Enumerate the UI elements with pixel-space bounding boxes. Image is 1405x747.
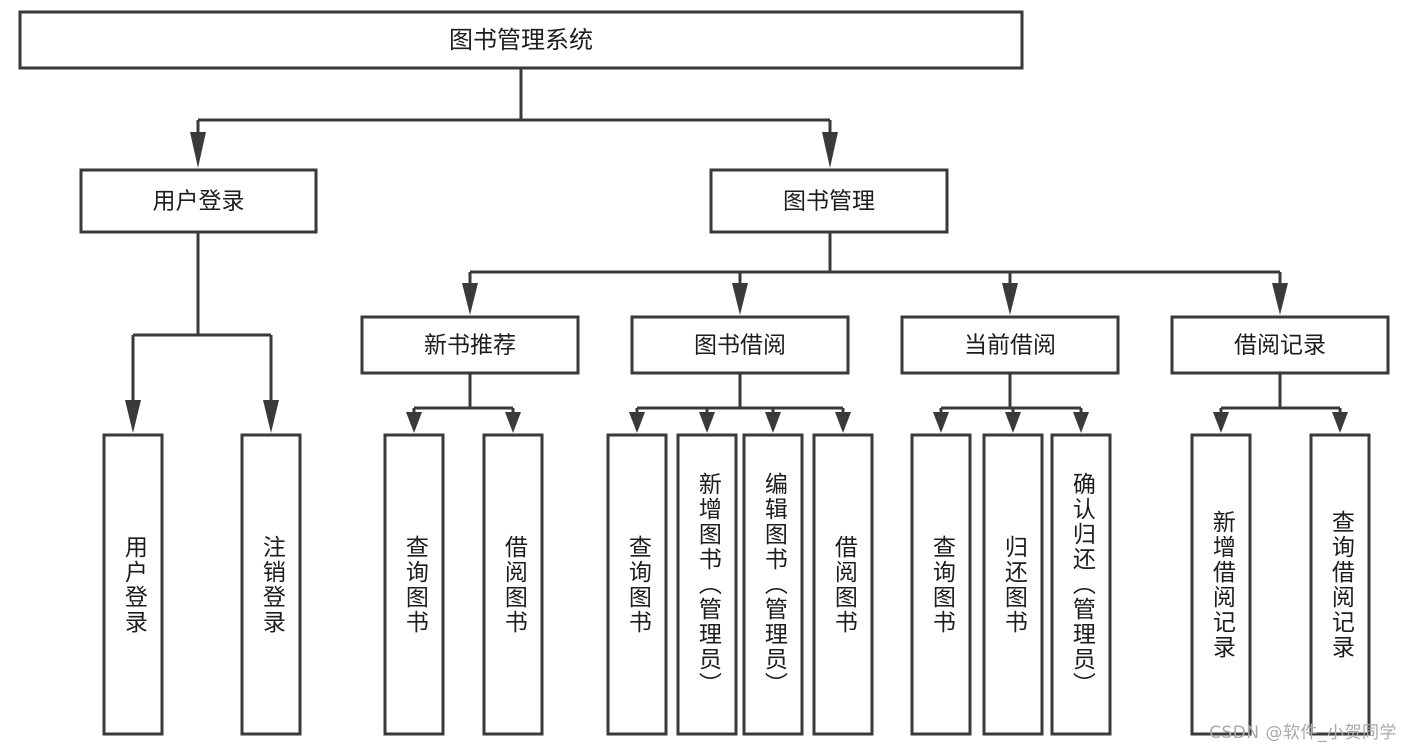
arrow-head-user-login [190,132,206,168]
arrow-head-leaf-edit-book [765,412,781,433]
node-box-leaf-return-book[interactable] [982,433,1044,736]
node-box-leaf-confirm-return[interactable] [1050,433,1112,736]
arrow-head-leaf-query-book-3 [933,412,949,433]
node-label-book-manage: 图书管理 [783,189,875,215]
arrow-head-leaf-borrow-book-2 [835,412,851,433]
arrow-head-leaf-query-book-2 [629,412,645,433]
node-box-leaf-query-book-1[interactable] [383,433,445,736]
arrow-head-book-manage [822,132,838,168]
node-box-user-login[interactable] [79,168,318,234]
arrow-head-leaf-return-book [1005,412,1021,433]
node-box-leaf-add-book[interactable] [676,433,738,736]
node-label-new-book-recommend: 新书推荐 [424,333,516,359]
arrow-head-leaf-confirm-return [1073,412,1089,433]
arrow-head-current-borrow [1002,283,1018,315]
node-box-leaf-borrow-book-1[interactable] [482,433,544,736]
arrow-head-leaf-query-book-1 [406,412,422,433]
arrow-head-leaf-add-record [1213,412,1229,433]
arrow-head-borrow-record [1272,283,1288,315]
node-box-leaf-query-record[interactable] [1309,433,1371,736]
arrow-head-leaf-borrow-book-1 [505,412,521,433]
node-label-book-borrow: 图书借阅 [694,333,786,359]
node-boxes-layer [18,10,1390,736]
node-label-borrow-record: 借阅记录 [1234,333,1326,359]
arrow-head-leaf-query-record [1332,412,1348,433]
arrow-head-leaf-user-login [125,400,141,433]
arrow-head-new-book-recommend [462,283,478,315]
node-box-current-borrow[interactable] [900,315,1120,375]
node-box-leaf-edit-book[interactable] [742,433,804,736]
node-box-leaf-borrow-book-2[interactable] [812,433,874,736]
node-label-title: 图书管理系统 [449,26,593,54]
node-box-leaf-query-book-3[interactable] [910,433,972,736]
watermark-text: CSDN @软件_小贺同学 [1209,723,1397,743]
node-box-new-book-recommend[interactable] [360,315,580,375]
node-box-leaf-logout[interactable] [240,433,302,736]
arrow-head-leaf-logout [263,400,279,433]
node-box-title[interactable] [18,10,1024,70]
node-label-user-login: 用户登录 [153,189,245,215]
arrow-head-book-borrow [732,283,748,315]
node-box-leaf-user-login[interactable] [102,433,164,736]
connectors-layer [125,68,1348,433]
arrow-head-leaf-add-book [699,412,715,433]
node-box-leaf-query-book-2[interactable] [606,433,668,736]
node-box-leaf-add-record[interactable] [1190,433,1252,736]
node-label-current-borrow: 当前借阅 [964,333,1056,359]
